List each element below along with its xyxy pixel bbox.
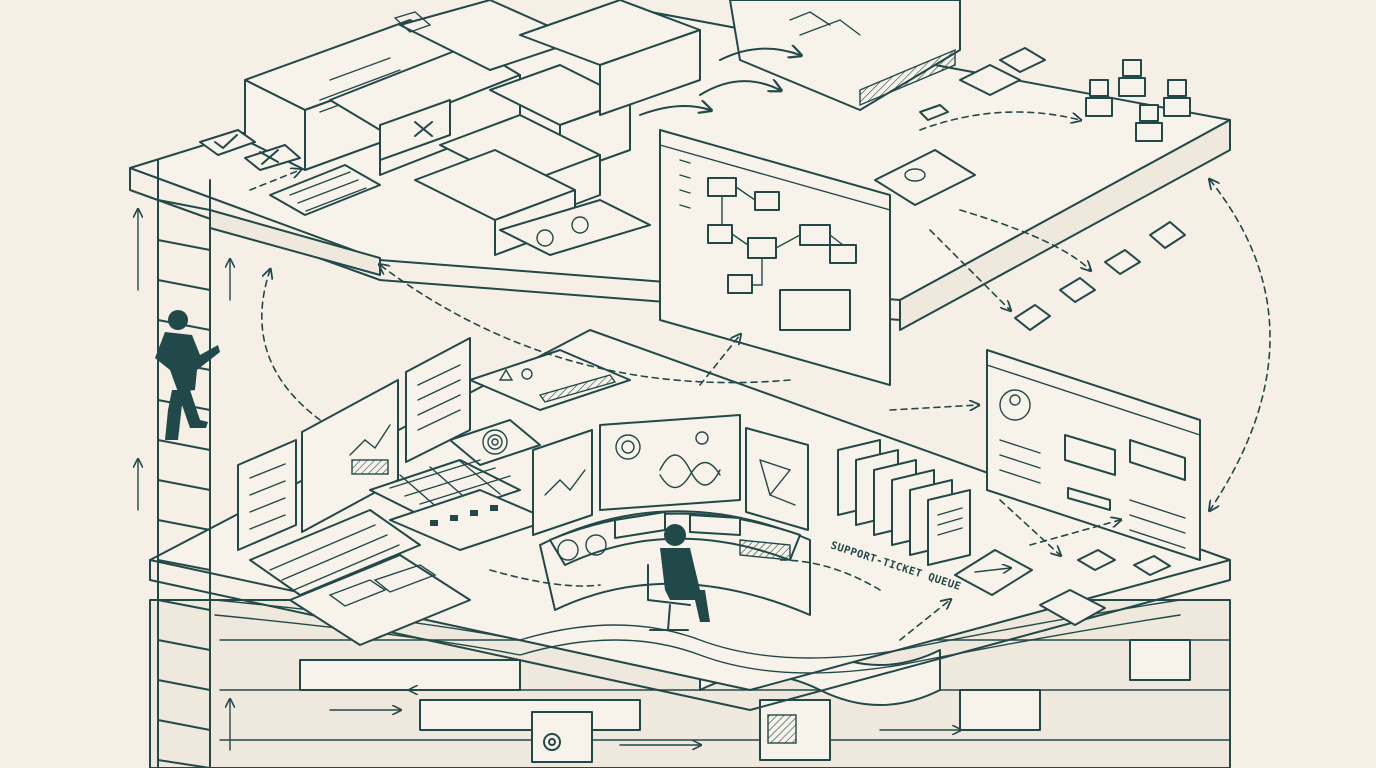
chip-icon [1149,221,1186,249]
chip-icon [1059,277,1096,303]
robot-icon [1118,59,1146,97]
top-workflow [519,0,961,116]
dashboard-panels [237,337,631,646]
connector-arrows [249,111,1271,641]
operator-figure [647,524,710,631]
control-desk [532,414,811,631]
ladder [138,159,230,768]
gear-icon [531,711,593,763]
profile-window [986,349,1201,561]
chip-icon [1104,249,1141,275]
automation-robots [874,47,1191,331]
server-stack [199,0,651,256]
robot-icon [1135,104,1163,142]
chip-icon [1014,304,1051,331]
climber-figure [155,310,220,440]
flowchart-window [659,129,891,386]
robot-icon [1163,79,1191,117]
robot-icon [1085,79,1113,117]
